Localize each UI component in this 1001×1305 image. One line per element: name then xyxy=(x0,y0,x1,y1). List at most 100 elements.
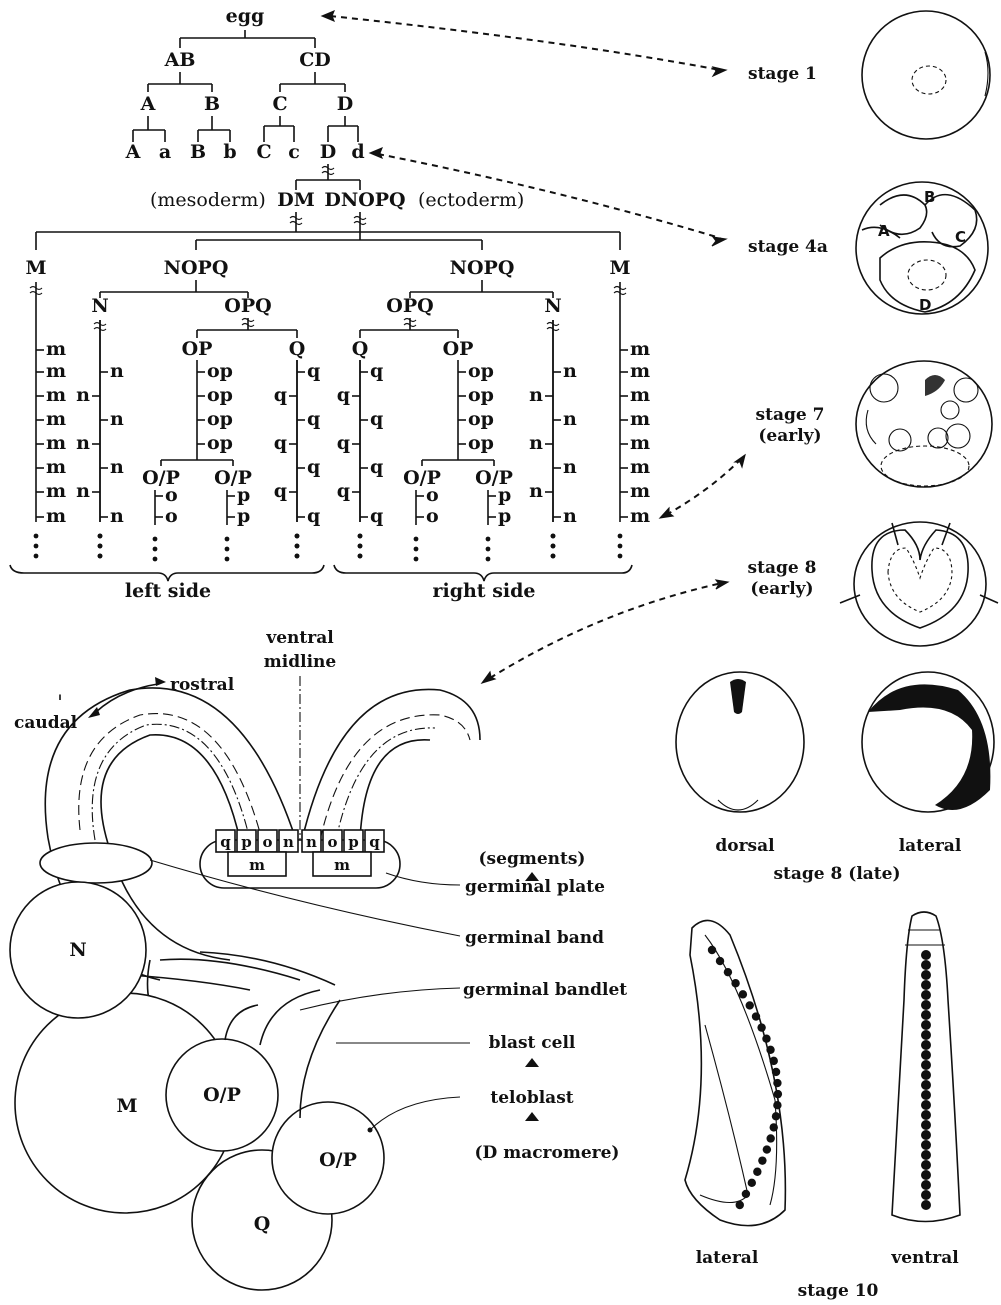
embryo-schematic: ventral midline rostral caudal qponnopq … xyxy=(10,628,627,1290)
m-right-ladder-label: m xyxy=(630,480,650,502)
nerve-cord-dot xyxy=(921,1000,931,1010)
m-left-ladder-label: m xyxy=(46,432,66,454)
m-left-ladder-label: m xyxy=(46,456,66,478)
m-left-ladder-label: m xyxy=(46,480,66,502)
nerve-cord-dot xyxy=(921,1190,931,1200)
m-left-ladder-label: m xyxy=(46,338,66,360)
ganglion-dot xyxy=(736,1201,744,1209)
label-op-right: OP xyxy=(443,338,474,360)
nerve-cord-dot xyxy=(921,1170,931,1180)
q-right-ladder-label: q xyxy=(370,505,383,527)
nerve-cord-dot xyxy=(921,1100,931,1110)
ganglion-dot xyxy=(739,990,747,998)
n-left-ladder-b-label: n xyxy=(76,384,90,406)
blast-label-c: C xyxy=(955,228,966,246)
label-stage8-sub: (early) xyxy=(750,579,813,599)
stage7-embryo xyxy=(856,361,992,487)
n-right-ladder-label: n xyxy=(563,456,577,478)
n-right-ladder-b-label: n xyxy=(529,432,543,454)
nerve-cord-dot xyxy=(921,990,931,1000)
label-d-small: d xyxy=(351,141,364,163)
label-b: B xyxy=(204,93,220,115)
ganglion-dot xyxy=(774,1090,782,1098)
nerve-cord-dot xyxy=(921,1030,931,1040)
cell-label-m: M xyxy=(116,1095,137,1117)
nerve-cord-dot xyxy=(921,1160,931,1170)
m-right-ladder-label: m xyxy=(630,432,650,454)
ganglion-dot xyxy=(772,1112,780,1120)
q-left-ladder-label: q xyxy=(307,505,320,527)
n-left-ladder-label: n xyxy=(110,456,124,478)
label-n-left: N xyxy=(91,295,108,317)
n-left-ladder-label: n xyxy=(110,408,124,430)
label-c-small: c xyxy=(288,141,300,163)
blast-label-a: A xyxy=(878,222,890,240)
label-nopq-right: NOPQ xyxy=(450,257,515,279)
q-right-ladder-label: q xyxy=(370,456,383,478)
cell-label-q: Q xyxy=(254,1213,271,1235)
ganglion-dot xyxy=(773,1101,781,1109)
nerve-cord-dot xyxy=(921,1010,931,1020)
label-d-big: D xyxy=(320,141,336,163)
nerve-cord-dot xyxy=(921,980,931,990)
nerve-cord-dot xyxy=(921,1060,931,1070)
label-germinal-bandlet: germinal bandlet xyxy=(463,980,627,1000)
q-right-ladder-b-label: q xyxy=(337,480,350,502)
nerve-cord-dot xyxy=(921,1120,931,1130)
ganglion-dot xyxy=(716,957,724,965)
leader-teloblast xyxy=(370,1097,460,1130)
stage1-egg xyxy=(862,11,990,139)
label-stage1: stage 1 xyxy=(748,64,817,84)
right-o_small: o xyxy=(426,505,439,527)
label-segments: (segments) xyxy=(479,849,586,869)
q-left-ladder-b-label: q xyxy=(274,384,287,406)
nerve-cord-dot xyxy=(921,1140,931,1150)
ganglion-dot xyxy=(752,1012,760,1020)
m-right-ladder-label: m xyxy=(630,384,650,406)
label-germinal-plate: germinal plate xyxy=(465,877,605,897)
lineage-tree: egg AB CD A B C D A a B b C c D d (mesod… xyxy=(10,5,650,602)
cell-label-op1: O/P xyxy=(203,1084,241,1106)
q-right-ladder-label: q xyxy=(370,360,383,382)
n-left-ladder-label: n xyxy=(110,360,124,382)
label-nopq-left: NOPQ xyxy=(164,257,229,279)
label-mesoderm: (mesoderm) xyxy=(150,189,266,211)
label-a-small: a xyxy=(159,141,171,163)
left-op-label: op xyxy=(207,432,233,454)
ganglion-dot xyxy=(746,1001,754,1009)
label-b-small: b xyxy=(223,141,236,163)
right-op-label: op xyxy=(468,360,494,382)
nerve-cord-dot xyxy=(921,970,931,980)
nerve-cord-dot xyxy=(921,1150,931,1160)
ganglion-dot xyxy=(763,1145,771,1153)
label-q-right: Q xyxy=(352,338,369,360)
nerve-cord-dot xyxy=(921,1080,931,1090)
m-right-ladder-label: m xyxy=(630,505,650,527)
m-left-ladder-label: m xyxy=(46,408,66,430)
label-stage8-late: stage 8 (late) xyxy=(773,864,900,884)
connector-egg-stage1 xyxy=(330,16,720,70)
label-ventral: ventral xyxy=(890,1248,959,1268)
plate-cell-n: n xyxy=(283,833,294,851)
left-p_small: p xyxy=(237,505,250,527)
left-op-label: op xyxy=(207,408,233,430)
nerve-cord-dot xyxy=(921,1130,931,1140)
leader-germinal-bandlet xyxy=(300,988,460,1010)
n-left-ladder-b-label: n xyxy=(76,480,90,502)
nerve-cord-dot xyxy=(921,1040,931,1050)
plate-cell-o: o xyxy=(327,833,337,851)
label-stage4a: stage 4a xyxy=(748,237,828,257)
m-left-ladder-label: m xyxy=(46,505,66,527)
n-right-ladder-label: n xyxy=(563,408,577,430)
right-p_small: p xyxy=(498,484,511,506)
label-q-left: Q xyxy=(289,338,306,360)
nerve-cord-dot xyxy=(921,1020,931,1030)
plate-m-left: m xyxy=(249,856,265,874)
ganglion-dot xyxy=(724,968,732,976)
connector-m-stage7 xyxy=(666,460,740,515)
nerve-cord-dot xyxy=(921,1110,931,1120)
label-d: D xyxy=(337,93,353,115)
stage4a-embryo: A B C D xyxy=(856,182,988,314)
label-dm: DM xyxy=(277,189,315,211)
